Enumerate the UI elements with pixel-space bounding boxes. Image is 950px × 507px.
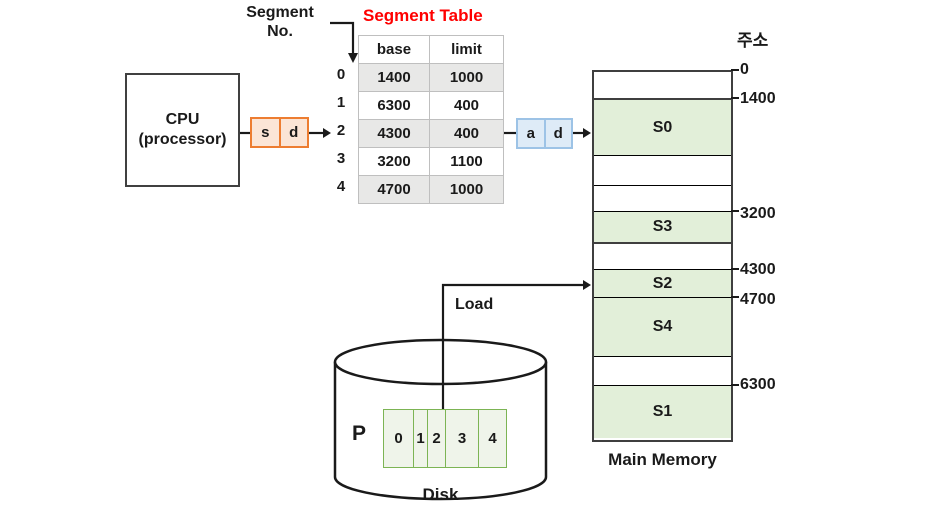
table-row: 3200 1100 (359, 147, 503, 175)
address-label-4700: 4700 (740, 291, 776, 308)
memory-segment-s0: S0 (594, 98, 731, 155)
limit-column-header: limit (451, 41, 482, 58)
address-label-0: 0 (740, 61, 749, 78)
disk-label: Disk (422, 485, 459, 504)
memory-segment-s2: S2 (594, 269, 731, 297)
address-tick (731, 296, 739, 298)
ad-to-memory-arrowhead (583, 128, 591, 138)
address-label-6300: 6300 (740, 376, 776, 393)
table-row-number-2: 2 (336, 122, 346, 139)
limit-value: 400 (453, 125, 480, 142)
disk-cylinder-top (333, 338, 548, 386)
memory-segment-s3: S3 (594, 211, 731, 242)
base-value: 4700 (359, 176, 430, 203)
memory-segment-s4: S4 (594, 297, 731, 356)
table-row-number-3: 3 (336, 150, 346, 167)
load-arrowhead (583, 280, 591, 290)
free-memory-band (594, 72, 731, 98)
table-row: 4700 1000 (359, 175, 503, 203)
main-memory-label: Main Memory (608, 450, 717, 469)
disk-segment-0: 0 (384, 410, 413, 467)
segment-no-line1: Segment (246, 4, 314, 21)
segment-table-header-row: base limit (359, 36, 503, 63)
cpu-label-line2: (processor) (138, 131, 227, 148)
disk-segment-2: 2 (427, 410, 445, 467)
process-label: P (352, 422, 367, 445)
load-label: Load (455, 296, 494, 313)
base-address-field: a (526, 125, 535, 142)
sd-to-table-arrowhead (323, 128, 331, 138)
table-row-number-1: 1 (336, 94, 346, 111)
base-column-header: base (359, 36, 430, 63)
main-memory: S0 S3 S2 S4 S1 (592, 70, 733, 442)
disk-segment-1: 1 (413, 410, 427, 467)
base-value: 4300 (359, 120, 430, 147)
address-label-3200: 3200 (740, 205, 776, 222)
cpu-box: CPU (processor) (125, 73, 240, 187)
table-row-number-0: 0 (336, 66, 346, 83)
segment-table: base limit 1400 1000 6300 400 4300 400 3… (358, 35, 504, 204)
disk-segment-3: 3 (445, 410, 478, 467)
segment-no-line2: No. (267, 23, 293, 40)
free-memory-band (594, 356, 731, 385)
physical-address-register: a d (516, 118, 573, 149)
address-tick (731, 97, 739, 99)
segment-no-arrowhead (348, 53, 358, 63)
table-row-number-4: 4 (336, 178, 346, 195)
table-row: 4300 400 (359, 119, 503, 147)
address-tick (731, 69, 739, 71)
disk-segment-cells: 0 1 2 3 4 (383, 409, 507, 468)
base-value: 1400 (359, 64, 430, 91)
memory-segment-s1: S1 (594, 385, 731, 438)
table-row: 6300 400 (359, 91, 503, 119)
limit-value: 1100 (450, 153, 483, 170)
segment-no-label: Segment No. (228, 3, 332, 41)
disk-segment-4: 4 (478, 410, 506, 467)
offset-field: d (543, 120, 572, 147)
address-tick (731, 384, 739, 386)
address-tick (731, 268, 739, 270)
address-tick (731, 210, 739, 212)
address-label-4300: 4300 (740, 261, 776, 278)
base-value: 3200 (359, 148, 430, 175)
cpu-label-line1: CPU (165, 111, 200, 128)
table-row: 1400 1000 (359, 63, 503, 91)
segment-no-arrow (330, 21, 355, 54)
free-memory-band (594, 155, 731, 185)
free-memory-band (594, 185, 731, 211)
address-column-header: 주소 (737, 31, 769, 50)
address-label-1400: 1400 (740, 90, 776, 107)
segment-table-title: Segment Table (363, 6, 483, 25)
free-memory-band (594, 242, 731, 269)
limit-value: 400 (453, 97, 480, 114)
base-value: 6300 (359, 92, 430, 119)
segment-number-field: s (261, 124, 270, 141)
limit-value: 1000 (449, 181, 484, 198)
limit-value: 1000 (449, 69, 484, 86)
offset-field: d (278, 119, 308, 146)
logical-address-register: s d (250, 117, 309, 148)
